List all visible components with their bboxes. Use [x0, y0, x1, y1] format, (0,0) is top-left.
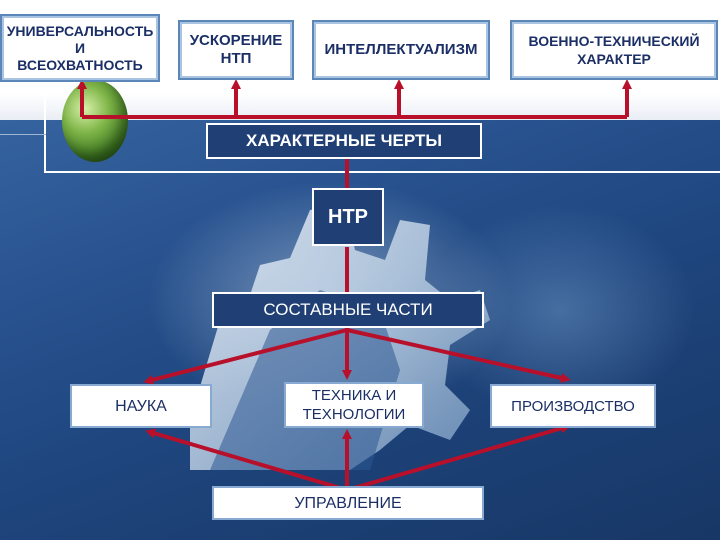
military-technical-box: ВОЕННО-ТЕХНИЧЕСКИЙ ХАРАКТЕР — [510, 20, 718, 80]
features-box: ХАРАКТЕРНЫЕ ЧЕРТЫ — [206, 123, 482, 159]
science-box: НАУКА — [70, 384, 212, 428]
globe-image — [62, 80, 128, 162]
acceleration-box: УСКОРЕНИЕ НТП — [178, 20, 294, 80]
ntr-box: НТР — [312, 188, 384, 246]
frame-line-left — [44, 0, 46, 172]
frame-line-bottom — [44, 171, 720, 173]
technology-box: ТЕХНИКА И ТЕХНОЛОГИИ — [284, 382, 424, 428]
management-box: УПРАВЛЕНИЕ — [212, 486, 484, 520]
components-box: СОСТАВНЫЕ ЧАСТИ — [212, 292, 484, 328]
frame-line-short — [0, 134, 46, 135]
intellectualism-box: ИНТЕЛЛЕКТУАЛИЗМ — [312, 20, 490, 80]
universality-box: УНИВЕРСАЛЬНОСТЬ И ВСЕОХВАТНОСТЬ — [0, 14, 160, 82]
production-box: ПРОИЗВОДСТВО — [490, 384, 656, 428]
